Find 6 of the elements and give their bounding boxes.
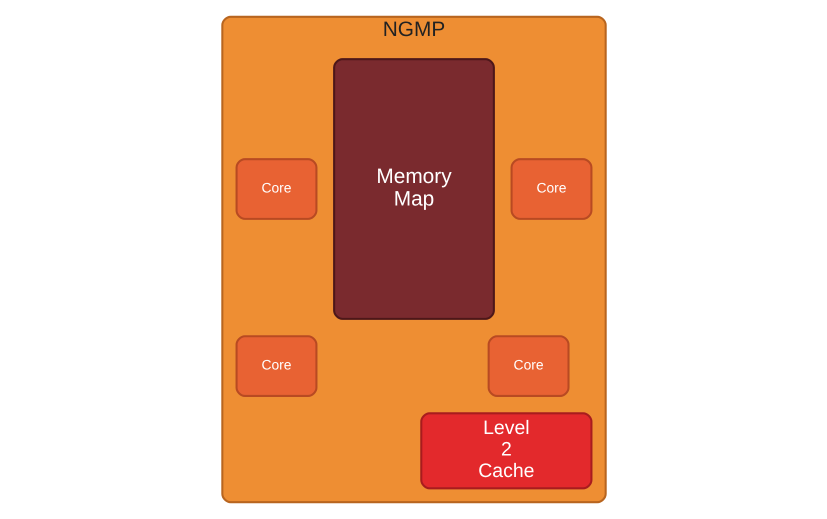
node-box: Core [235, 335, 317, 397]
node-box: Core [487, 335, 570, 397]
node-box: Core [510, 158, 592, 220]
node-box: Memory Map [332, 58, 494, 320]
node-box: Level 2 Cache [420, 412, 592, 490]
node-box: Core [235, 158, 317, 220]
